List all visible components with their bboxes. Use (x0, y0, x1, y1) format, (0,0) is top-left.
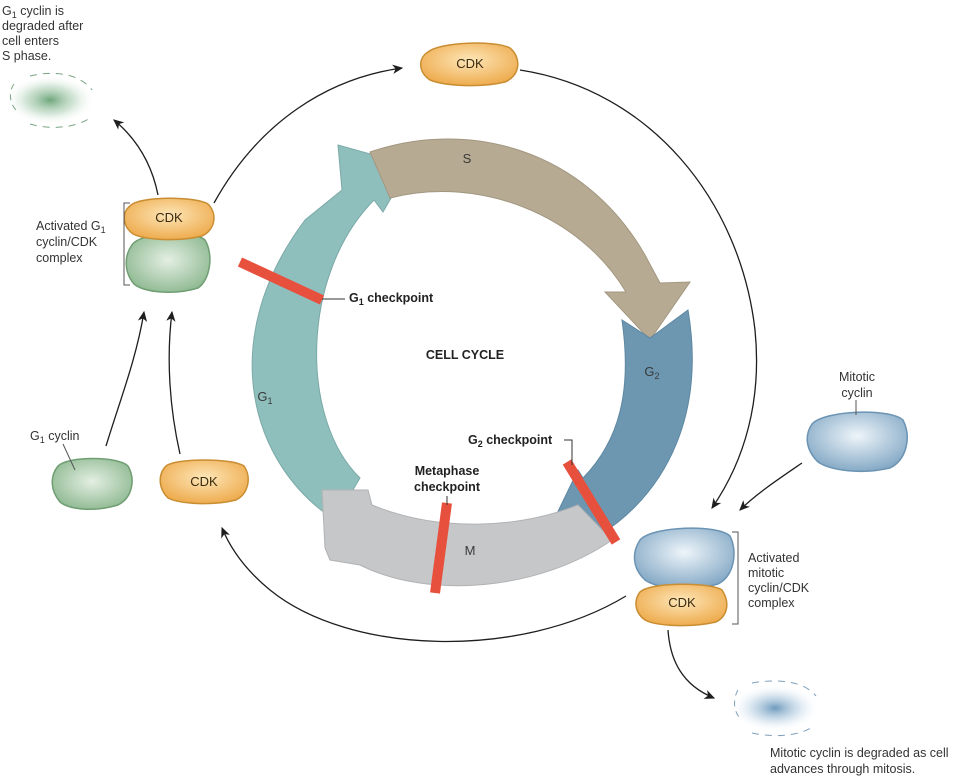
g1-complex-label-line2: cyclin/CDK (36, 235, 98, 249)
arrow-top-cdk-to-mitotic-complex (519, 69, 758, 509)
cdk-left-label: CDK (190, 474, 218, 489)
cdk-in-mitotic-complex: CDK (635, 583, 728, 627)
arrow-g1-cyclin-up (105, 310, 148, 447)
g1-phase-arrow (251, 144, 411, 521)
s-phase-label: S (463, 151, 472, 166)
arrow-complex-to-top-cdk (213, 64, 404, 204)
metaphase-checkpoint-label-line1: Metaphase (415, 464, 480, 478)
g2-checkpoint-leader (564, 439, 573, 465)
g2-checkpoint-label: G2 checkpoint (468, 433, 553, 449)
mitotic-cyclin-in-complex (633, 527, 735, 590)
g1-cyclin-free (51, 457, 133, 510)
cdk-top-label: CDK (456, 56, 484, 71)
g1-complex-label-line3: complex (36, 251, 83, 265)
g1-checkpoint-label: G1 checkpoint (349, 291, 434, 307)
s-phase-arrow (369, 138, 691, 341)
mitotic-cyclin-label-line1: Mitotic (839, 370, 875, 384)
degraded-mitotic-note-line1: Mitotic cyclin is degraded as cell (770, 746, 949, 760)
cdk-in-g1-complex: CDK (123, 197, 215, 241)
metaphase-checkpoint-bar (430, 502, 452, 594)
g1-complex-label-line1: Activated G1 (36, 219, 106, 235)
m-phase-arrow (321, 489, 613, 587)
cdk-top: CDK (420, 42, 519, 87)
arrow-cdk-up (166, 310, 181, 455)
cell-cycle-title: CELL CYCLE (426, 348, 504, 362)
g1-checkpoint-bar (237, 257, 325, 305)
degraded-g1-note-line2: degraded after (2, 19, 83, 33)
mitotic-cyclin-free (806, 411, 908, 473)
g2-phase-arrow (549, 309, 693, 541)
arrow-mitotic-complex-to-left-cdk (221, 526, 627, 643)
mitotic-complex-label-line3: cyclin/CDK (748, 581, 810, 595)
arrow-mitotic-cyclin-to-complex (739, 462, 803, 511)
cdk-left: CDK (159, 459, 249, 505)
arrow-mitotic-complex-to-degraded (667, 629, 716, 699)
g1-complex-bracket (123, 202, 130, 286)
mitotic-complex-label-line4: complex (748, 596, 795, 610)
mitotic-complex-label-line1: Activated (748, 551, 799, 565)
arrow-complex-to-degraded-g1 (113, 119, 159, 196)
degraded-g1-note-line3: cell enters (2, 34, 59, 48)
cdk-in-mitotic-complex-label: CDK (668, 595, 696, 610)
degraded-g1-note-line1: G1 cyclin is (2, 4, 64, 20)
mitotic-complex-bracket (732, 531, 739, 625)
cdk-in-g1-complex-label: CDK (155, 210, 183, 225)
degraded-g1-cyclin (5, 72, 95, 128)
degraded-mitotic-note-line2: advances through mitosis. (770, 762, 915, 776)
mitotic-cyclin-label-line2: cyclin (841, 386, 872, 400)
g1-cyclin-in-complex (125, 232, 211, 293)
metaphase-checkpoint-label-line2: checkpoint (414, 480, 481, 494)
g1-cyclin-label: G1 cyclin (30, 429, 80, 445)
g1-cyclin-leader (62, 443, 76, 471)
degraded-g1-note-line4: S phase. (2, 49, 51, 63)
mitotic-complex-label-line2: mitotic (748, 566, 784, 580)
g2-checkpoint-bar (562, 459, 621, 545)
degraded-mitotic-cyclin (730, 680, 820, 737)
m-phase-label: M (465, 543, 476, 558)
